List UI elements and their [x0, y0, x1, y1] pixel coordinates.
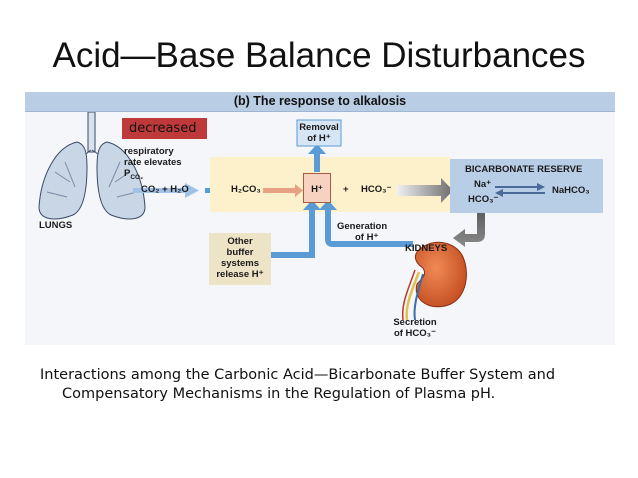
generation-line2: of H⁺	[355, 232, 379, 243]
buffer-generation-arrow	[271, 200, 321, 258]
diagram-figure: (b) The response to alkalosis respirator…	[25, 92, 615, 345]
removal-box	[296, 119, 342, 147]
reserve-to-kidneys-arrow	[453, 213, 485, 247]
pco2-base: P	[124, 168, 131, 179]
other-buffers-box	[209, 233, 271, 285]
other-buffers-line4: release H⁺	[216, 269, 264, 280]
kidney-generation-arrow	[319, 200, 413, 247]
removal-line1: Removal	[299, 122, 339, 133]
diagram-graphics	[38, 111, 603, 321]
other-buffers-line1: Other	[227, 236, 253, 247]
slide-caption: Interactions among the Carbonic Acid—Bic…	[40, 366, 600, 404]
caption-line1: Interactions among the Carbonic Acid—Bic…	[40, 367, 556, 383]
other-buffers-line3: systems	[220, 258, 260, 269]
carbonic-to-h-arrow	[263, 184, 303, 197]
decreased-overlay-label: decreased	[122, 118, 207, 139]
reactants-label: CO₂ + H₂O	[141, 184, 189, 195]
figure-header: (b) The response to alkalosis	[25, 92, 615, 112]
hydrogen-ion-label: H⁺	[311, 184, 323, 195]
secretion-line1: Secretion	[393, 317, 437, 328]
removal-line2: of H⁺	[307, 133, 331, 144]
reserve-forward-arrow	[495, 183, 545, 191]
reactant-arrow	[205, 188, 210, 193]
lungs-arrow	[133, 183, 199, 198]
slide-title: Acid—Base Balance Disturbances	[52, 36, 586, 75]
other-buffers-line2: buffer	[226, 247, 254, 258]
reserve-reverse-arrow	[495, 189, 545, 197]
lungs-text-line2: rate elevates	[124, 157, 182, 168]
lungs-text-line1: respiratory	[124, 146, 174, 157]
kidneys-label: KIDNEYS	[405, 243, 448, 254]
plus-sign: +	[343, 184, 349, 195]
hydrogen-ion-box	[303, 173, 331, 203]
caption-line2: Compensatory Mechanisms in the Regulatio…	[62, 386, 496, 402]
secretion-line2: of HCO₃⁻	[393, 328, 437, 339]
bicarbonate-label: HCO₃⁻	[361, 184, 392, 195]
carbonic-acid-label: H₂CO₃	[231, 184, 261, 195]
bicarbonate-reserve-arrow	[397, 178, 453, 203]
kidney-illustration	[401, 242, 467, 321]
lungs-label: LUNGS	[39, 220, 73, 231]
generation-line1: Generation	[337, 221, 388, 232]
lungs-illustration	[38, 111, 146, 220]
bicarbonate-reserve-title: BICARBONATE RESERVE	[465, 164, 583, 175]
reserve-hco3: HCO₃⁻	[468, 194, 499, 205]
pco2-subscript: CO₂	[130, 174, 143, 181]
reserve-na: Na⁺	[474, 179, 492, 190]
removal-arrow	[308, 144, 326, 172]
pco2-label: PCO₂	[124, 169, 143, 183]
reserve-nahco3: NaHCO₃	[552, 185, 590, 196]
